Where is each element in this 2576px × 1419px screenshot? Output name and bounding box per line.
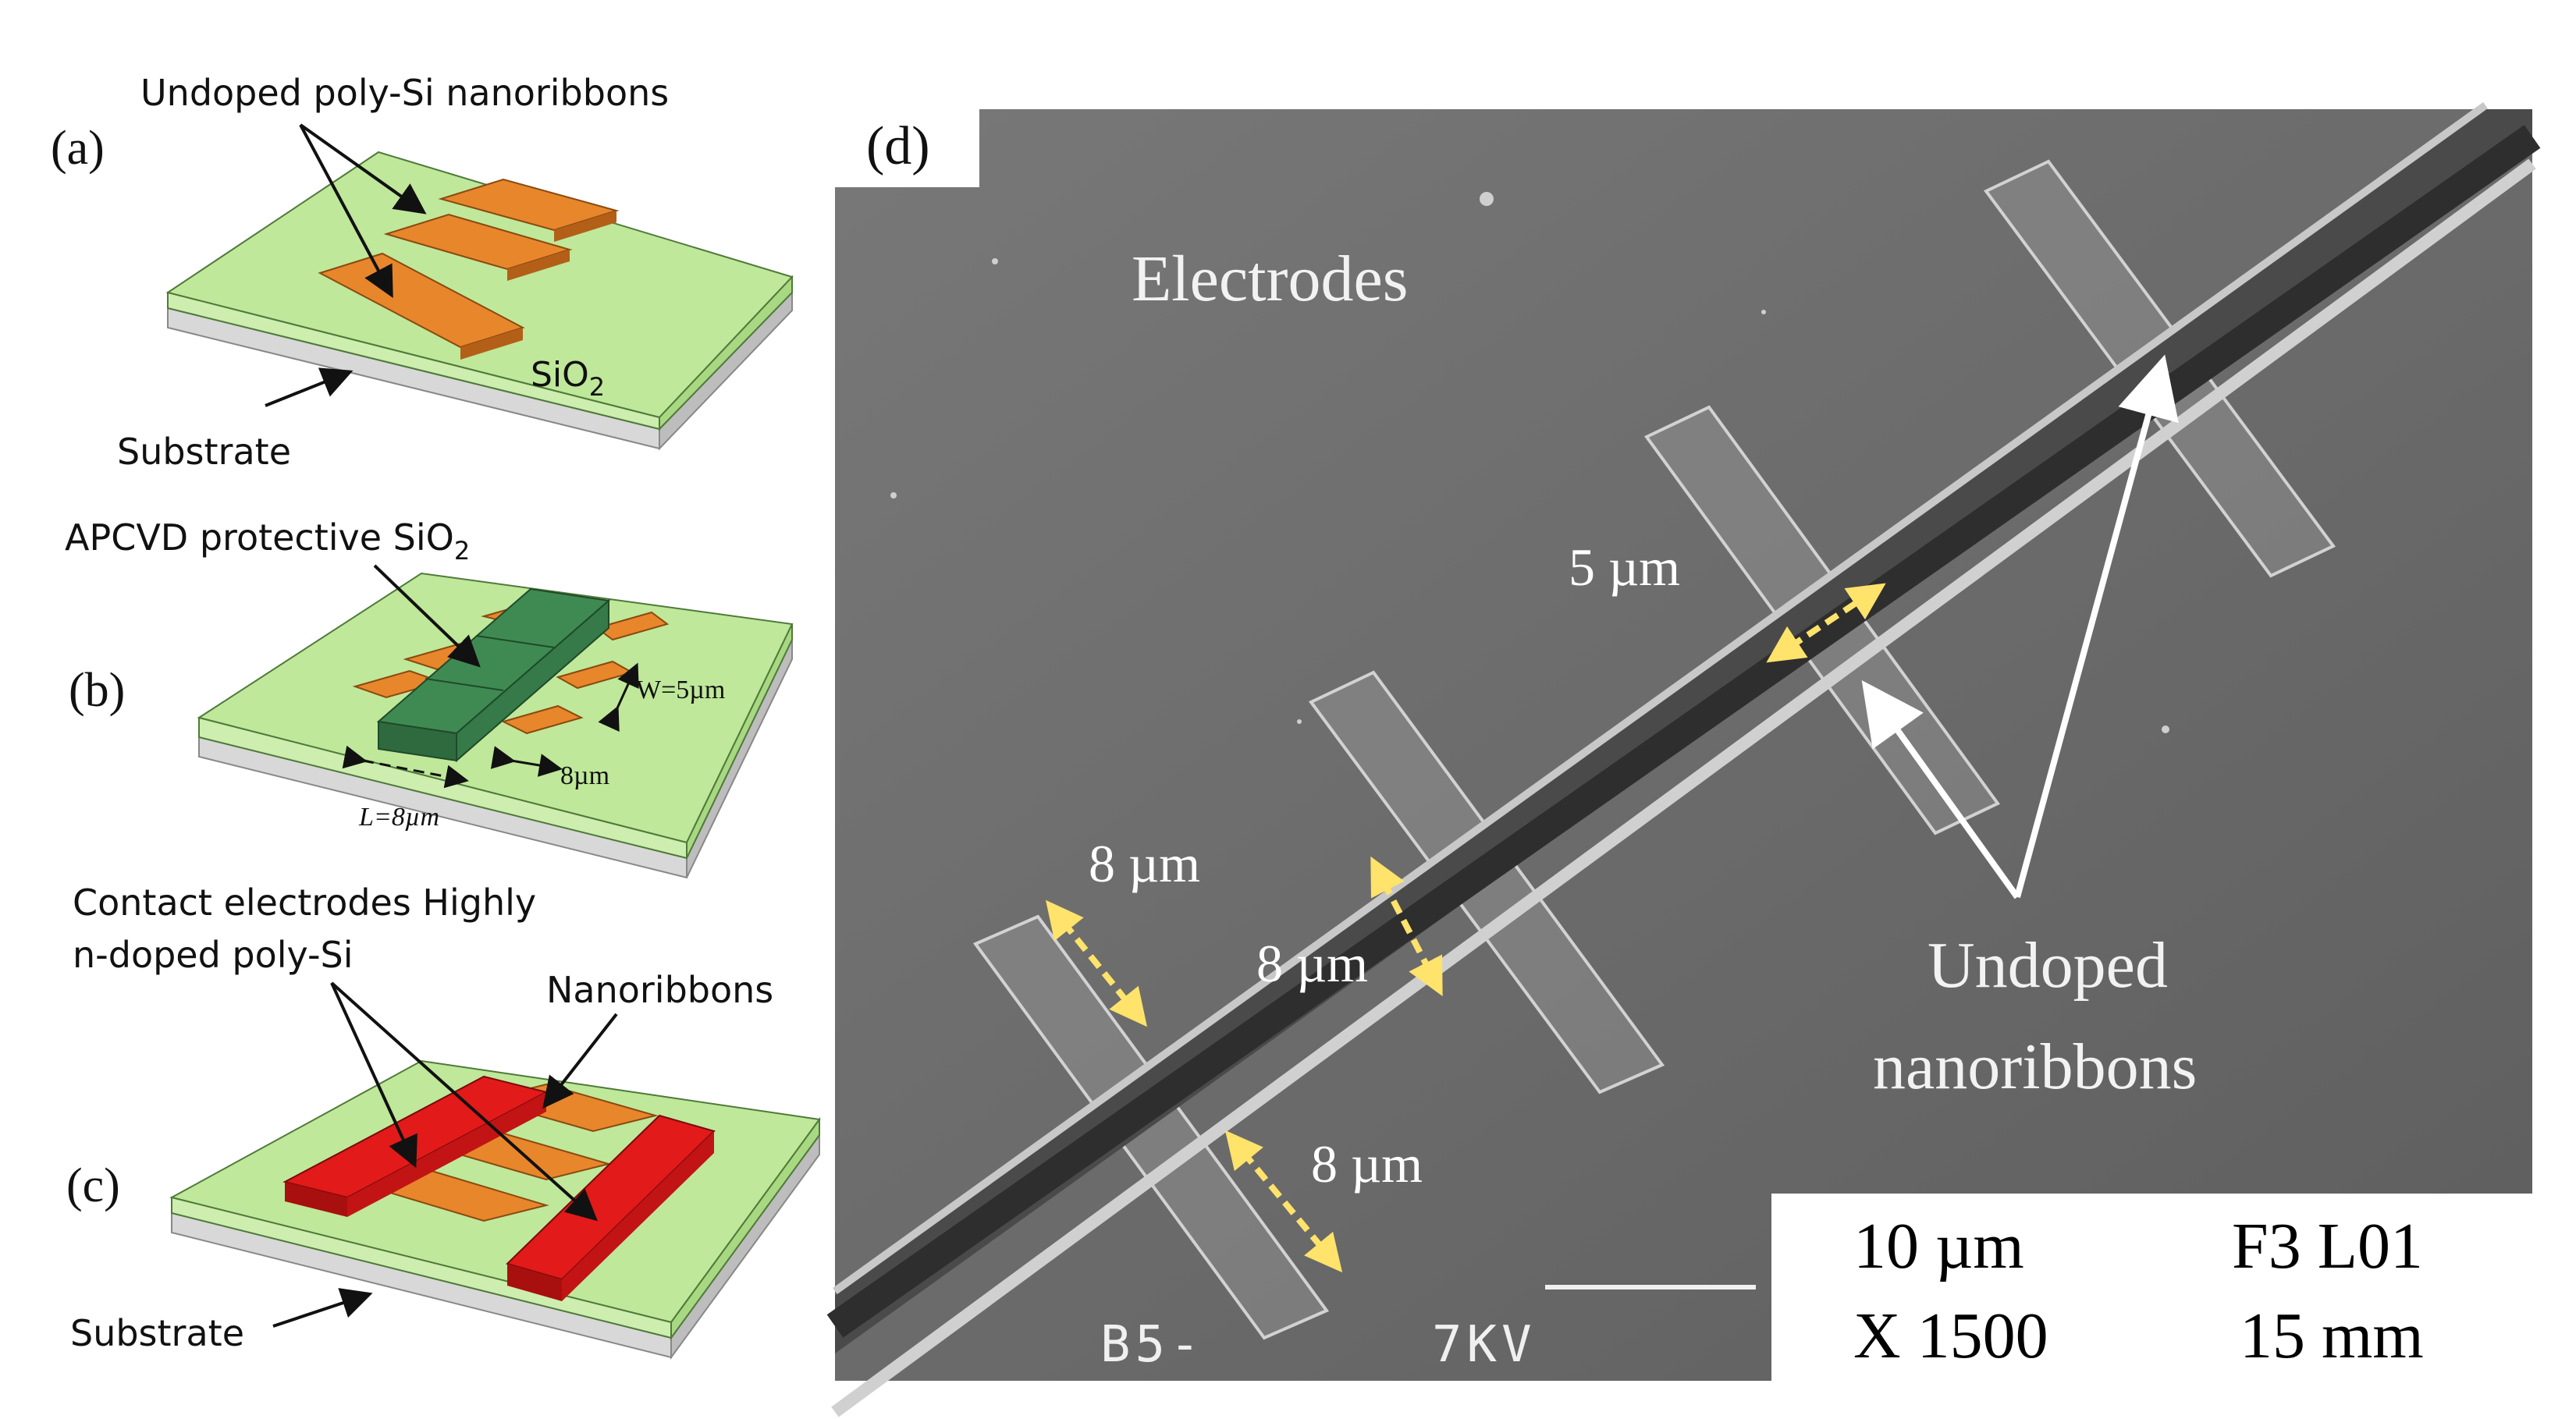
working-distance: 15 mm — [2240, 1300, 2424, 1372]
substrate-arrow-a — [265, 367, 354, 407]
gap-label: 8µm — [560, 761, 609, 790]
nanoribbons-label-c: Nanoribbons — [546, 969, 773, 1011]
substrate-label-c: Substrate — [70, 1312, 244, 1354]
sem-specks — [890, 192, 2169, 733]
undoped-label-line2: nanoribbons — [1873, 1031, 2197, 1103]
dim-left-label: 8 µm — [1089, 834, 1200, 893]
sem-info-box — [1771, 1194, 2552, 1419]
panel-b: (b) APCVD protective SiO2 — [65, 516, 794, 879]
nanoribbons-arrow-c — [542, 1013, 618, 1109]
sem-electrode-lower — [831, 158, 2536, 1417]
electrode-right — [506, 1114, 716, 1301]
sem-hud-right: 7KV — [1432, 1316, 1537, 1374]
magnification: X 1500 — [1853, 1300, 2048, 1372]
undoped-label-line1: Undoped — [1928, 929, 2168, 1002]
substrate-arrow-c — [272, 1288, 373, 1328]
panel-d-tag: (d) — [866, 116, 930, 176]
nanoribbon-a-2 — [383, 213, 573, 281]
oxide-layer-a — [165, 151, 794, 431]
electrodes-label-sem: Electrodes — [1132, 243, 1409, 315]
panel-a-tag: (a) — [51, 122, 105, 175]
undoped-arrow-2 — [2014, 354, 2179, 899]
panel-b-tag: (b) — [69, 664, 125, 717]
protective-label: APCVD protective SiO2 — [65, 516, 470, 566]
sem-dimension-arrows — [1046, 583, 1886, 1273]
dim-top-label: 5 µm — [1569, 537, 1680, 597]
nanoribbon-a-1 — [438, 178, 620, 242]
pointer-arrow-a-1 — [299, 123, 427, 215]
oxide-label-a: SiO2 — [531, 355, 605, 402]
gap-arrow — [490, 746, 563, 777]
dim-bottom-label: 8 µm — [1311, 1134, 1423, 1194]
undoped-arrow-1 — [1861, 679, 2020, 899]
nanoribbons-label: Undoped poly-Si nanoribbons — [140, 72, 669, 114]
sem-electrode-upper — [826, 101, 2541, 1353]
electrode-arrow-1 — [330, 982, 417, 1169]
panel-d: (d) Electrodes — [826, 101, 2552, 1419]
dim-middle-label: 8 µm — [1256, 934, 1368, 993]
panel-a: (a) Undoped poly-Si nanoribbons SiO2 Sub… — [51, 72, 794, 473]
panel-c-tag: (c) — [66, 1159, 120, 1212]
length-arrow — [342, 745, 469, 789]
electrodes-label-line1: Contact electrodes Highly — [73, 882, 536, 924]
scale-value: 10 µm — [1853, 1210, 2024, 1282]
protective-arrow — [373, 564, 481, 668]
scale-code: F3 L01 — [2232, 1210, 2423, 1282]
width-label: W=5µm — [636, 676, 725, 704]
width-arrow — [598, 662, 639, 733]
sem-hud-left: B5- — [1100, 1316, 1205, 1374]
substrate-label-a: Substrate — [117, 431, 291, 473]
panel-c: (c) Contact electrodes Highly n-doped po… — [66, 882, 821, 1360]
pointer-arrow-a-2 — [299, 124, 393, 299]
electrode-arrow-2 — [330, 981, 598, 1222]
length-label: L=8µm — [358, 803, 439, 832]
electrodes-label-line2: n-doped poly-Si — [73, 934, 354, 976]
